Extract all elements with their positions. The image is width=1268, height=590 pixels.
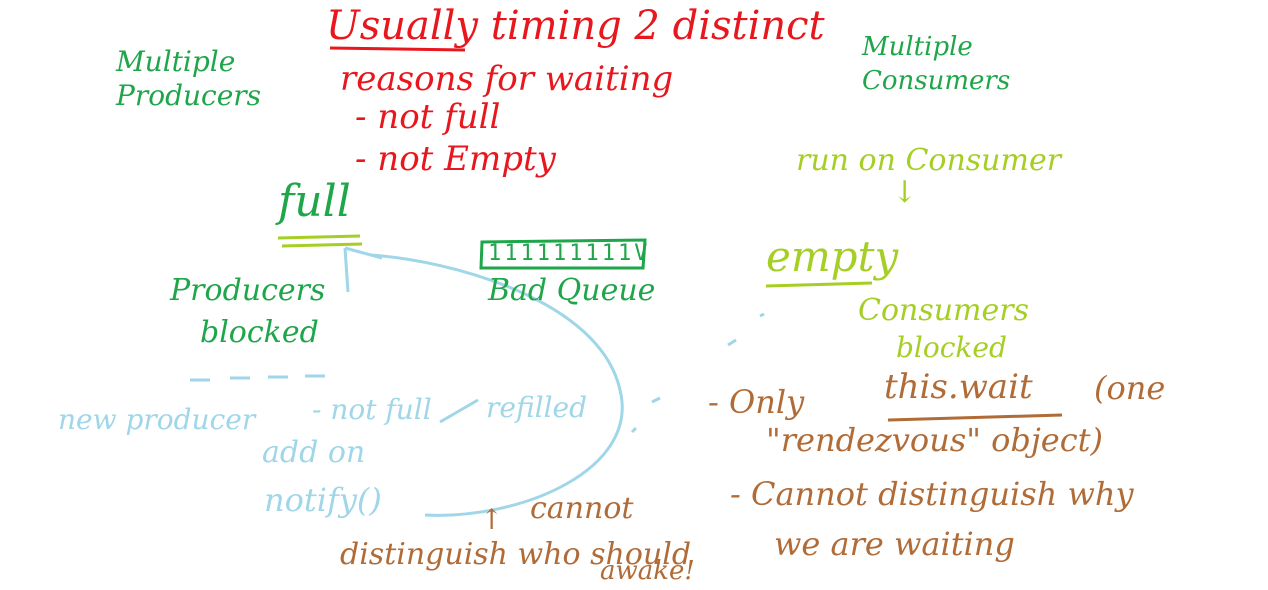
consumers-label-line1: Multiple — [862, 32, 973, 62]
usually-underline — [329, 46, 466, 52]
cannot-line2: distinguish who should — [340, 537, 692, 572]
queue-label: Bad Queue — [488, 273, 656, 308]
right-note-only: - Only — [708, 383, 805, 421]
run-on-consumer: run on Consumer — [796, 143, 1062, 178]
right-note-cannot: - Cannot distinguish why — [730, 475, 1134, 513]
notify-arrow-curve — [369, 253, 624, 517]
new-producer-refilled: refilled — [486, 391, 588, 424]
down-arrow: ↓ — [892, 175, 918, 210]
this-wait-underline — [887, 413, 1063, 422]
note-line-reasons: reasons for waiting — [340, 59, 674, 99]
notify-arrow-head-lower — [343, 247, 350, 293]
note-item-not-empty: - not Empty — [355, 139, 556, 179]
new-producer-not-full: - not full — [312, 393, 432, 426]
cannot-line3: awake! — [600, 556, 695, 586]
empty-underline — [765, 281, 873, 288]
new-producer-notify: notify() — [264, 481, 382, 519]
producers-blocked-line2: blocked — [200, 315, 319, 350]
cannot-line1: cannot — [530, 491, 634, 526]
stray-blue-dots — [630, 312, 765, 434]
right-note-we-are-waiting: we are waiting — [774, 525, 1015, 563]
consumers-label-line2: Consumers — [862, 66, 1011, 96]
note-item-not-full: - not full — [355, 97, 501, 137]
right-note-rendezvous: "rendezvous" object) — [766, 421, 1103, 459]
refilled-strike — [439, 398, 479, 424]
empty-label: empty — [766, 232, 899, 281]
producers-blocked-line1: Producers — [170, 273, 326, 308]
right-note-one: (one — [1094, 369, 1166, 407]
consumers-blocked-line2: blocked — [896, 331, 1007, 364]
notify-arrow-head-upper — [344, 246, 383, 260]
note-line-usually: Usually timing 2 distinct — [326, 3, 825, 49]
new-producer-add-on: add on — [262, 435, 366, 470]
full-underline — [277, 234, 363, 248]
consumers-blocked-line1: Consumers — [858, 293, 1029, 328]
queue-box — [479, 238, 647, 270]
right-note-this-wait: this.wait — [884, 367, 1033, 407]
producers-label-line2: Producers — [116, 79, 262, 112]
blocked-dashes — [190, 374, 325, 382]
producers-label-line1: Multiple — [116, 45, 236, 78]
queue-cells: 111111111V — [488, 241, 651, 266]
cannot-caret: ↑ — [480, 503, 504, 536]
new-producer-label: new producer — [58, 403, 256, 436]
full-label: full — [278, 176, 351, 227]
